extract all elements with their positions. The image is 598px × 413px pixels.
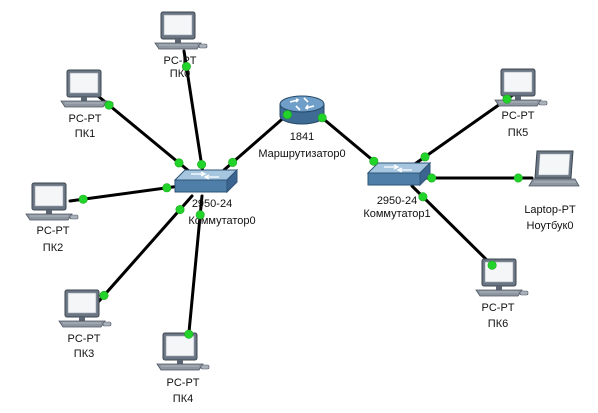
- pc5-name-label: ПК5: [508, 127, 528, 139]
- link-pc3-switch0[interactable]: [90, 194, 194, 311]
- switch0-name-label: Коммутатор0: [188, 215, 255, 227]
- pc2-name-label: ПК2: [43, 242, 63, 254]
- laptop0-name-label: Ноутбук0: [527, 220, 574, 232]
- port-status-dot-switch1: [369, 156, 379, 166]
- ports-layer: [78, 61, 523, 339]
- port-status-dot-switch1: [420, 152, 430, 162]
- pc1-node[interactable]: PC-PT ПК1: [60, 69, 114, 140]
- switch1-node[interactable]: 2950-24 Коммутатор1: [363, 162, 431, 220]
- link-pc1-switch0[interactable]: [96, 94, 192, 174]
- port-status-dot-router0: [317, 113, 327, 123]
- port-status-dot-pc0: [181, 61, 191, 71]
- pc3-node[interactable]: PC-PT ПК3: [58, 289, 112, 360]
- port-status-dot-pc1: [104, 100, 114, 110]
- pc3-model-label: PC-PT: [68, 333, 101, 345]
- pc0-name-label: ПК0: [170, 68, 190, 80]
- port-status-dot-pc2: [78, 194, 88, 204]
- laptop-icon: [528, 150, 580, 187]
- port-status-dot-pc6: [487, 260, 497, 270]
- port-status-dot-pc5: [502, 94, 512, 104]
- pc1-name-label: ПК1: [75, 128, 95, 140]
- link-pc4-switch0[interactable]: [185, 194, 204, 355]
- pc0-node[interactable]: PC-PT ПК0: [154, 11, 208, 80]
- switch0-model-label: 2950-24: [192, 198, 232, 210]
- switch1-model-label: 2950-24: [377, 195, 417, 207]
- router0-name-label: Маршрутизатор0: [258, 148, 345, 160]
- pc3-name-label: ПК3: [74, 348, 94, 360]
- pc5-node[interactable]: PC-PT ПК5: [494, 68, 548, 139]
- port-status-dot-pc3: [99, 290, 109, 300]
- switch-icon: [367, 162, 431, 186]
- pc5-model-label: PC-PT: [502, 110, 535, 122]
- switch0-node[interactable]: 2950-24 Коммутатор0: [174, 169, 256, 227]
- port-status-dot-switch0: [228, 157, 238, 167]
- port-status-dot-switch0: [162, 183, 172, 193]
- pc6-node[interactable]: PC-PT ПК6: [475, 258, 529, 330]
- pc0-model-label: PC-PT: [164, 55, 197, 67]
- port-status-dot-router0: [282, 110, 292, 120]
- pc4-node[interactable]: PC-PT ПК4: [156, 332, 210, 405]
- desktop-pc-icon: [156, 332, 210, 371]
- pc2-node[interactable]: PC-PT ПК2: [25, 182, 79, 254]
- port-status-dot-switch1: [427, 173, 437, 183]
- pc4-model-label: PC-PT: [167, 377, 200, 389]
- link-pc2-switch0[interactable]: [68, 184, 182, 203]
- router0-node[interactable]: 1841 Маршрутизатор0: [258, 95, 346, 160]
- laptop0-node[interactable]: Laptop-PT Ноутбук0: [524, 150, 580, 232]
- pc6-model-label: PC-PT: [482, 302, 515, 314]
- port-status-dot-laptop0: [513, 173, 523, 183]
- desktop-pc-icon: [154, 11, 208, 50]
- port-status-dot-switch0: [195, 210, 205, 220]
- pc6-name-label: ПК6: [488, 318, 508, 330]
- port-status-dot-switch0: [174, 158, 184, 168]
- port-status-dot-pc4: [184, 329, 194, 339]
- desktop-pc-icon: [60, 69, 114, 108]
- port-status-dot-switch1: [418, 192, 428, 202]
- port-status-dot-switch0: [197, 160, 207, 170]
- desktop-pc-icon: [475, 258, 529, 297]
- laptop0-model-label: Laptop-PT: [524, 204, 576, 216]
- switch-icon: [174, 169, 238, 193]
- pc4-name-label: ПК4: [173, 393, 193, 405]
- router-icon: [279, 95, 325, 125]
- pc2-model-label: PC-PT: [37, 225, 70, 237]
- link-pc0-switch0[interactable]: [182, 49, 206, 182]
- router0-model-label: 1841: [290, 131, 314, 143]
- switch1-name-label: Коммутатор1: [363, 208, 430, 220]
- pc1-model-label: PC-PT: [69, 113, 102, 125]
- port-status-dot-switch0: [175, 205, 185, 215]
